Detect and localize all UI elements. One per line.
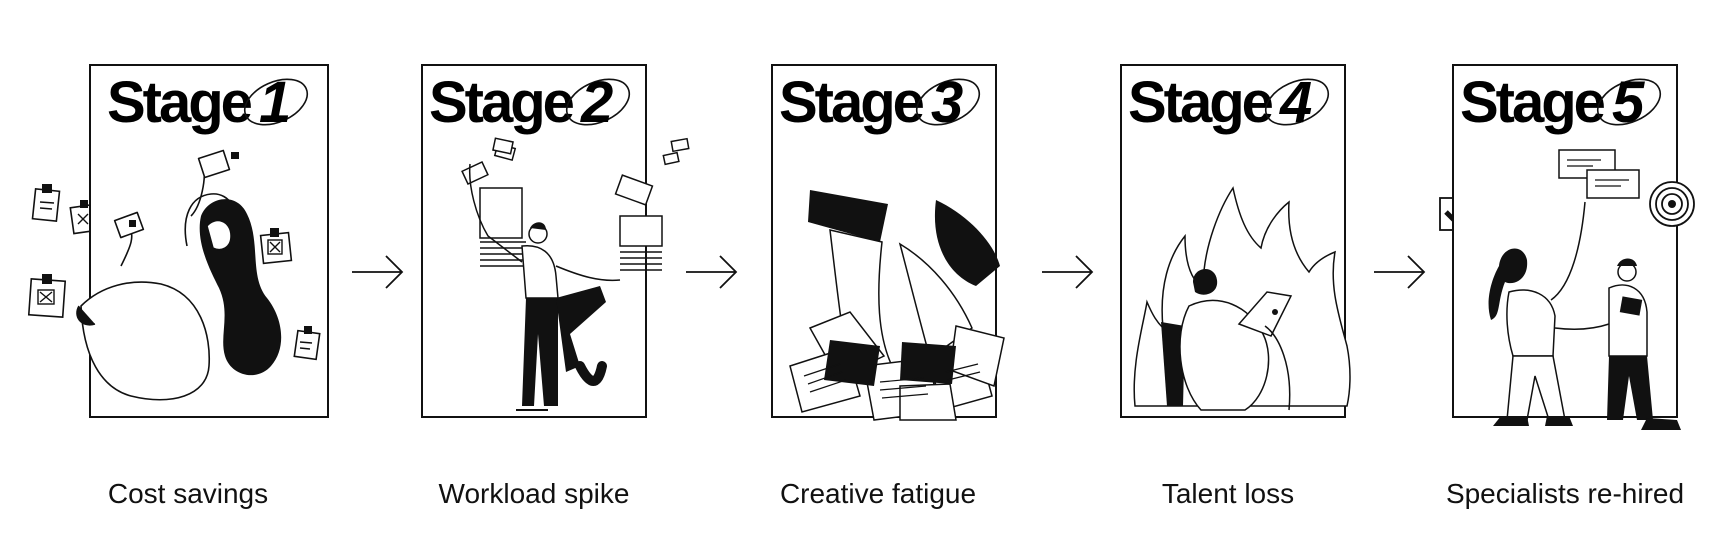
number-oval <box>243 78 309 126</box>
target-icon <box>1649 181 1695 227</box>
stage-caption: Specialists re-hired <box>1445 478 1685 509</box>
right-arrow-icon <box>1374 255 1426 289</box>
right-arrow-icon <box>352 255 404 289</box>
handshake-team-icon <box>1488 149 1681 430</box>
stage-label: Stage <box>779 70 925 135</box>
right-arrow-icon <box>686 255 738 289</box>
stage-card-4: Stage 4 <box>1120 64 1351 418</box>
stage-number: 2 <box>581 70 614 135</box>
stage-number: 3 <box>931 70 964 135</box>
sticky-notes-icon <box>259 228 321 361</box>
flying-papers-icon <box>492 137 514 155</box>
stage-caption: Cost savings <box>107 478 269 509</box>
stage-card-1: Stage 1 <box>76 64 329 418</box>
stage-caption: Creative fatigue <box>779 478 977 509</box>
number-oval <box>1596 78 1662 126</box>
number-oval <box>1264 78 1330 126</box>
flying-papers-icon <box>662 137 690 166</box>
stage-card-5: Stage 5 <box>1452 64 1681 430</box>
stage-caption: Talent loss <box>1161 478 1295 509</box>
stage-number: 5 <box>1612 70 1645 135</box>
stage-label: Stage <box>429 70 575 135</box>
stage-label: Stage <box>1460 70 1606 135</box>
stage-label: Stage <box>107 70 253 135</box>
stage-label: Stage <box>1128 70 1274 135</box>
stage-caption: Workload spike <box>438 478 630 509</box>
number-oval <box>915 78 981 126</box>
buried-in-papers-icon <box>789 190 1005 421</box>
stage-number: 1 <box>259 70 292 135</box>
right-arrow-icon <box>1042 255 1094 289</box>
number-oval <box>565 78 631 126</box>
burnout-fire-icon <box>1133 186 1351 411</box>
stage-card-3: Stage 3 <box>771 64 1005 421</box>
stage-number: 4 <box>1280 70 1313 135</box>
worker-with-sticky-notes-icon <box>76 149 282 401</box>
stage-card-2: Stage 2 <box>421 64 663 418</box>
